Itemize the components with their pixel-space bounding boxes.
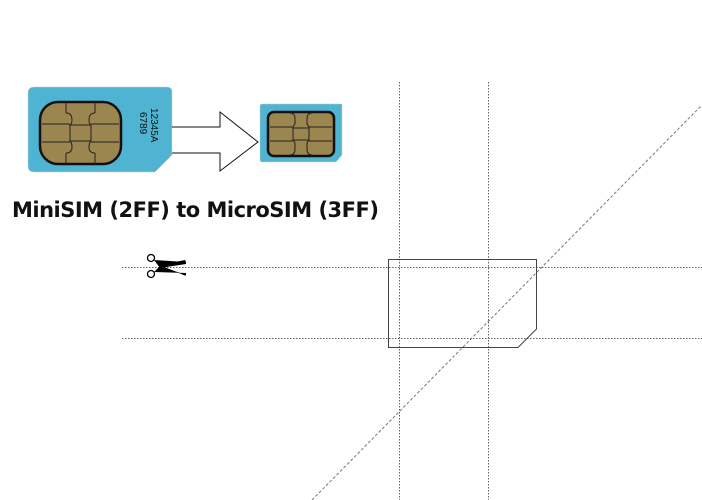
chip-icon — [266, 110, 336, 158]
minisim-outline — [388, 259, 537, 348]
chip-icon — [38, 100, 123, 166]
sim-serial-line1: 12345A — [148, 108, 159, 143]
arrow-right-icon — [172, 110, 259, 173]
sim-serial-line2: 6789 — [137, 112, 148, 135]
scissors-icon — [146, 253, 186, 279]
cut-guide-diagonal — [311, 104, 702, 500]
page-title: MiniSIM (2FF) to MicroSIM (3FF) — [12, 198, 379, 222]
minisim-card: 12345A 6789 — [27, 86, 173, 173]
microsim-card — [259, 103, 343, 163]
